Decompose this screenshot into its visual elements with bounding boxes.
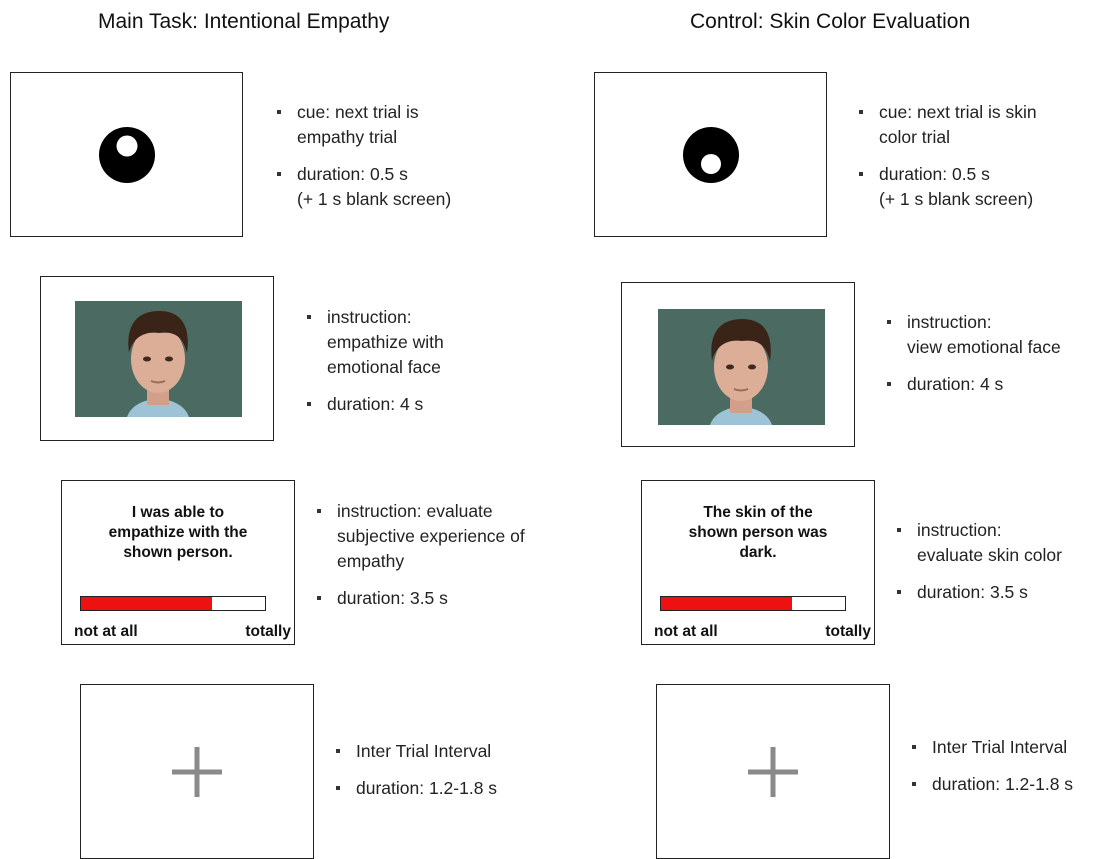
face-duration: duration: 4 s (305, 392, 444, 417)
face-duration: duration: 4 s (885, 372, 1061, 397)
fixation-cross-icon (748, 746, 798, 797)
iti-duration: duration: 1.2-1.8 s (910, 772, 1073, 797)
cue-bullets-skin: cue: next trial is skin color trial dura… (857, 100, 1037, 224)
face-photo (658, 309, 825, 425)
rating-fill (81, 597, 212, 610)
rating-anchor-right: totally (245, 623, 291, 640)
cue-duration: duration: 0.5 s (+ 1 s blank screen) (275, 162, 451, 212)
rating-bullets-empathy: instruction: evaluate subjective experie… (315, 499, 525, 623)
cue-frame-skin (594, 72, 827, 237)
rating-instruction: instruction: evaluate skin color (895, 518, 1062, 568)
rating-question: I was able to empathize with the shown p… (108, 504, 248, 561)
rating-scale-bar (660, 596, 846, 611)
iti-label: Inter Trial Interval (334, 739, 497, 764)
face-instruction: instruction: empathize with emotional fa… (305, 305, 444, 380)
fixation-cross-icon (172, 746, 222, 797)
cue-duration: duration: 0.5 s (+ 1 s blank screen) (857, 162, 1037, 212)
iti-frame-skin (656, 684, 890, 859)
face-instruction: instruction: view emotional face (885, 310, 1061, 360)
face-frame-skin (621, 282, 855, 447)
iti-duration: duration: 1.2-1.8 s (334, 776, 497, 801)
cue-skin-icon (682, 126, 739, 183)
cue-empathy-icon (98, 126, 155, 183)
iti-frame-empathy (80, 684, 314, 859)
rating-fill (661, 597, 792, 610)
rating-anchor-left: not at all (74, 623, 138, 640)
cue-description: cue: next trial is empathy trial (275, 100, 451, 150)
rating-anchor-right: totally (825, 623, 871, 640)
face-bullets-empathy: instruction: empathize with emotional fa… (305, 305, 444, 429)
face-photo (75, 301, 242, 417)
title-control: Control: Skin Color Evaluation (690, 10, 971, 33)
face-frame-empathy (40, 276, 274, 441)
rating-duration: duration: 3.5 s (895, 580, 1062, 605)
cue-bullets-empathy: cue: next trial is empathy trial duratio… (275, 100, 451, 224)
rating-frame-skin: The skin of the shown person was dark. n… (641, 480, 875, 645)
rating-duration: duration: 3.5 s (315, 586, 525, 611)
rating-scale-bar (80, 596, 266, 611)
iti-label: Inter Trial Interval (910, 735, 1073, 760)
face-bullets-skin: instruction: view emotional face duratio… (885, 310, 1061, 409)
iti-bullets-empathy: Inter Trial Interval duration: 1.2-1.8 s (334, 739, 497, 813)
rating-question: The skin of the shown person was dark. (688, 504, 828, 561)
title-main-task: Main Task: Intentional Empathy (98, 10, 390, 33)
cue-frame-empathy (10, 72, 243, 237)
iti-bullets-skin: Inter Trial Interval duration: 1.2-1.8 s (910, 735, 1073, 809)
cue-description: cue: next trial is skin color trial (857, 100, 1037, 150)
rating-bullets-skin: instruction: evaluate skin color duratio… (895, 518, 1062, 617)
rating-anchor-left: not at all (654, 623, 718, 640)
rating-instruction: instruction: evaluate subjective experie… (315, 499, 525, 574)
rating-frame-empathy: I was able to empathize with the shown p… (61, 480, 295, 645)
